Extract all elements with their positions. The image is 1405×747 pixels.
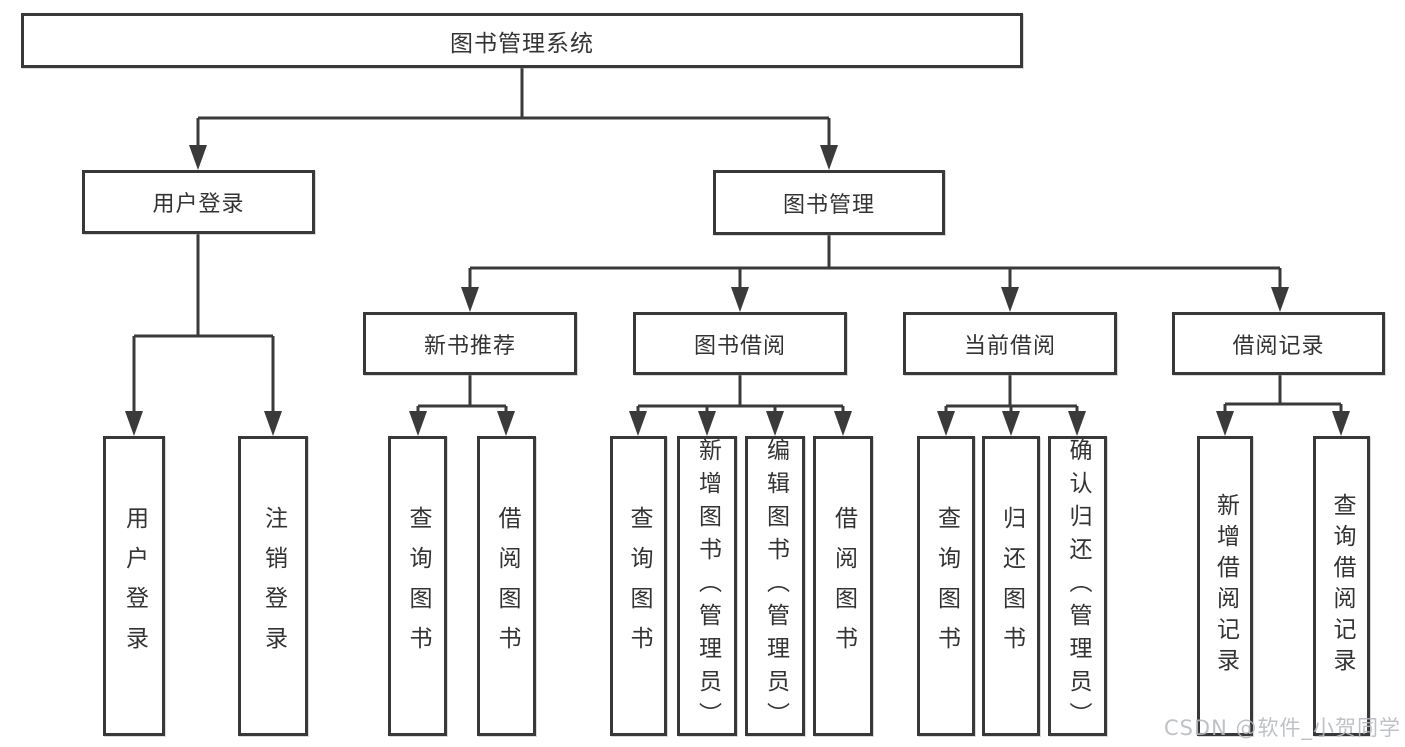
node-current-borrow: 当前借阅 bbox=[903, 312, 1117, 375]
node-book-borrow: 图书借阅 bbox=[633, 312, 847, 375]
node-confirm-return-admin: 确认归还（管理员） bbox=[1048, 436, 1107, 736]
node-logout-action: 注销登录 bbox=[238, 436, 308, 736]
node-add-borrow-record: 新增借阅记录 bbox=[1197, 436, 1253, 736]
csdn-watermark: CSDN @软件_小贺同学 bbox=[1163, 716, 1401, 740]
node-user-login: 用户登录 bbox=[82, 170, 315, 234]
node-return-books: 归还图书 bbox=[982, 436, 1040, 736]
node-borrow-query-books: 查询图书 bbox=[610, 436, 667, 736]
node-query-borrow-record: 查询借阅记录 bbox=[1313, 436, 1370, 736]
node-recommend-query-books: 查询图书 bbox=[388, 436, 447, 736]
node-borrow-books-action: 借阅图书 bbox=[813, 436, 873, 736]
arrowheads bbox=[125, 145, 1350, 436]
node-book-management: 图书管理 bbox=[713, 170, 945, 235]
node-current-query-books: 查询图书 bbox=[917, 436, 975, 736]
node-add-books-admin: 新增图书（管理员） bbox=[677, 436, 737, 736]
node-recommend-borrow-books: 借阅图书 bbox=[477, 436, 536, 736]
node-new-book-recommend: 新书推荐 bbox=[363, 312, 577, 375]
node-edit-books-admin: 编辑图书（管理员） bbox=[745, 436, 805, 736]
node-borrow-records: 借阅记录 bbox=[1172, 312, 1385, 375]
node-user-login-action: 用户登录 bbox=[103, 436, 165, 736]
node-system-root: 图书管理系统 bbox=[21, 13, 1023, 68]
